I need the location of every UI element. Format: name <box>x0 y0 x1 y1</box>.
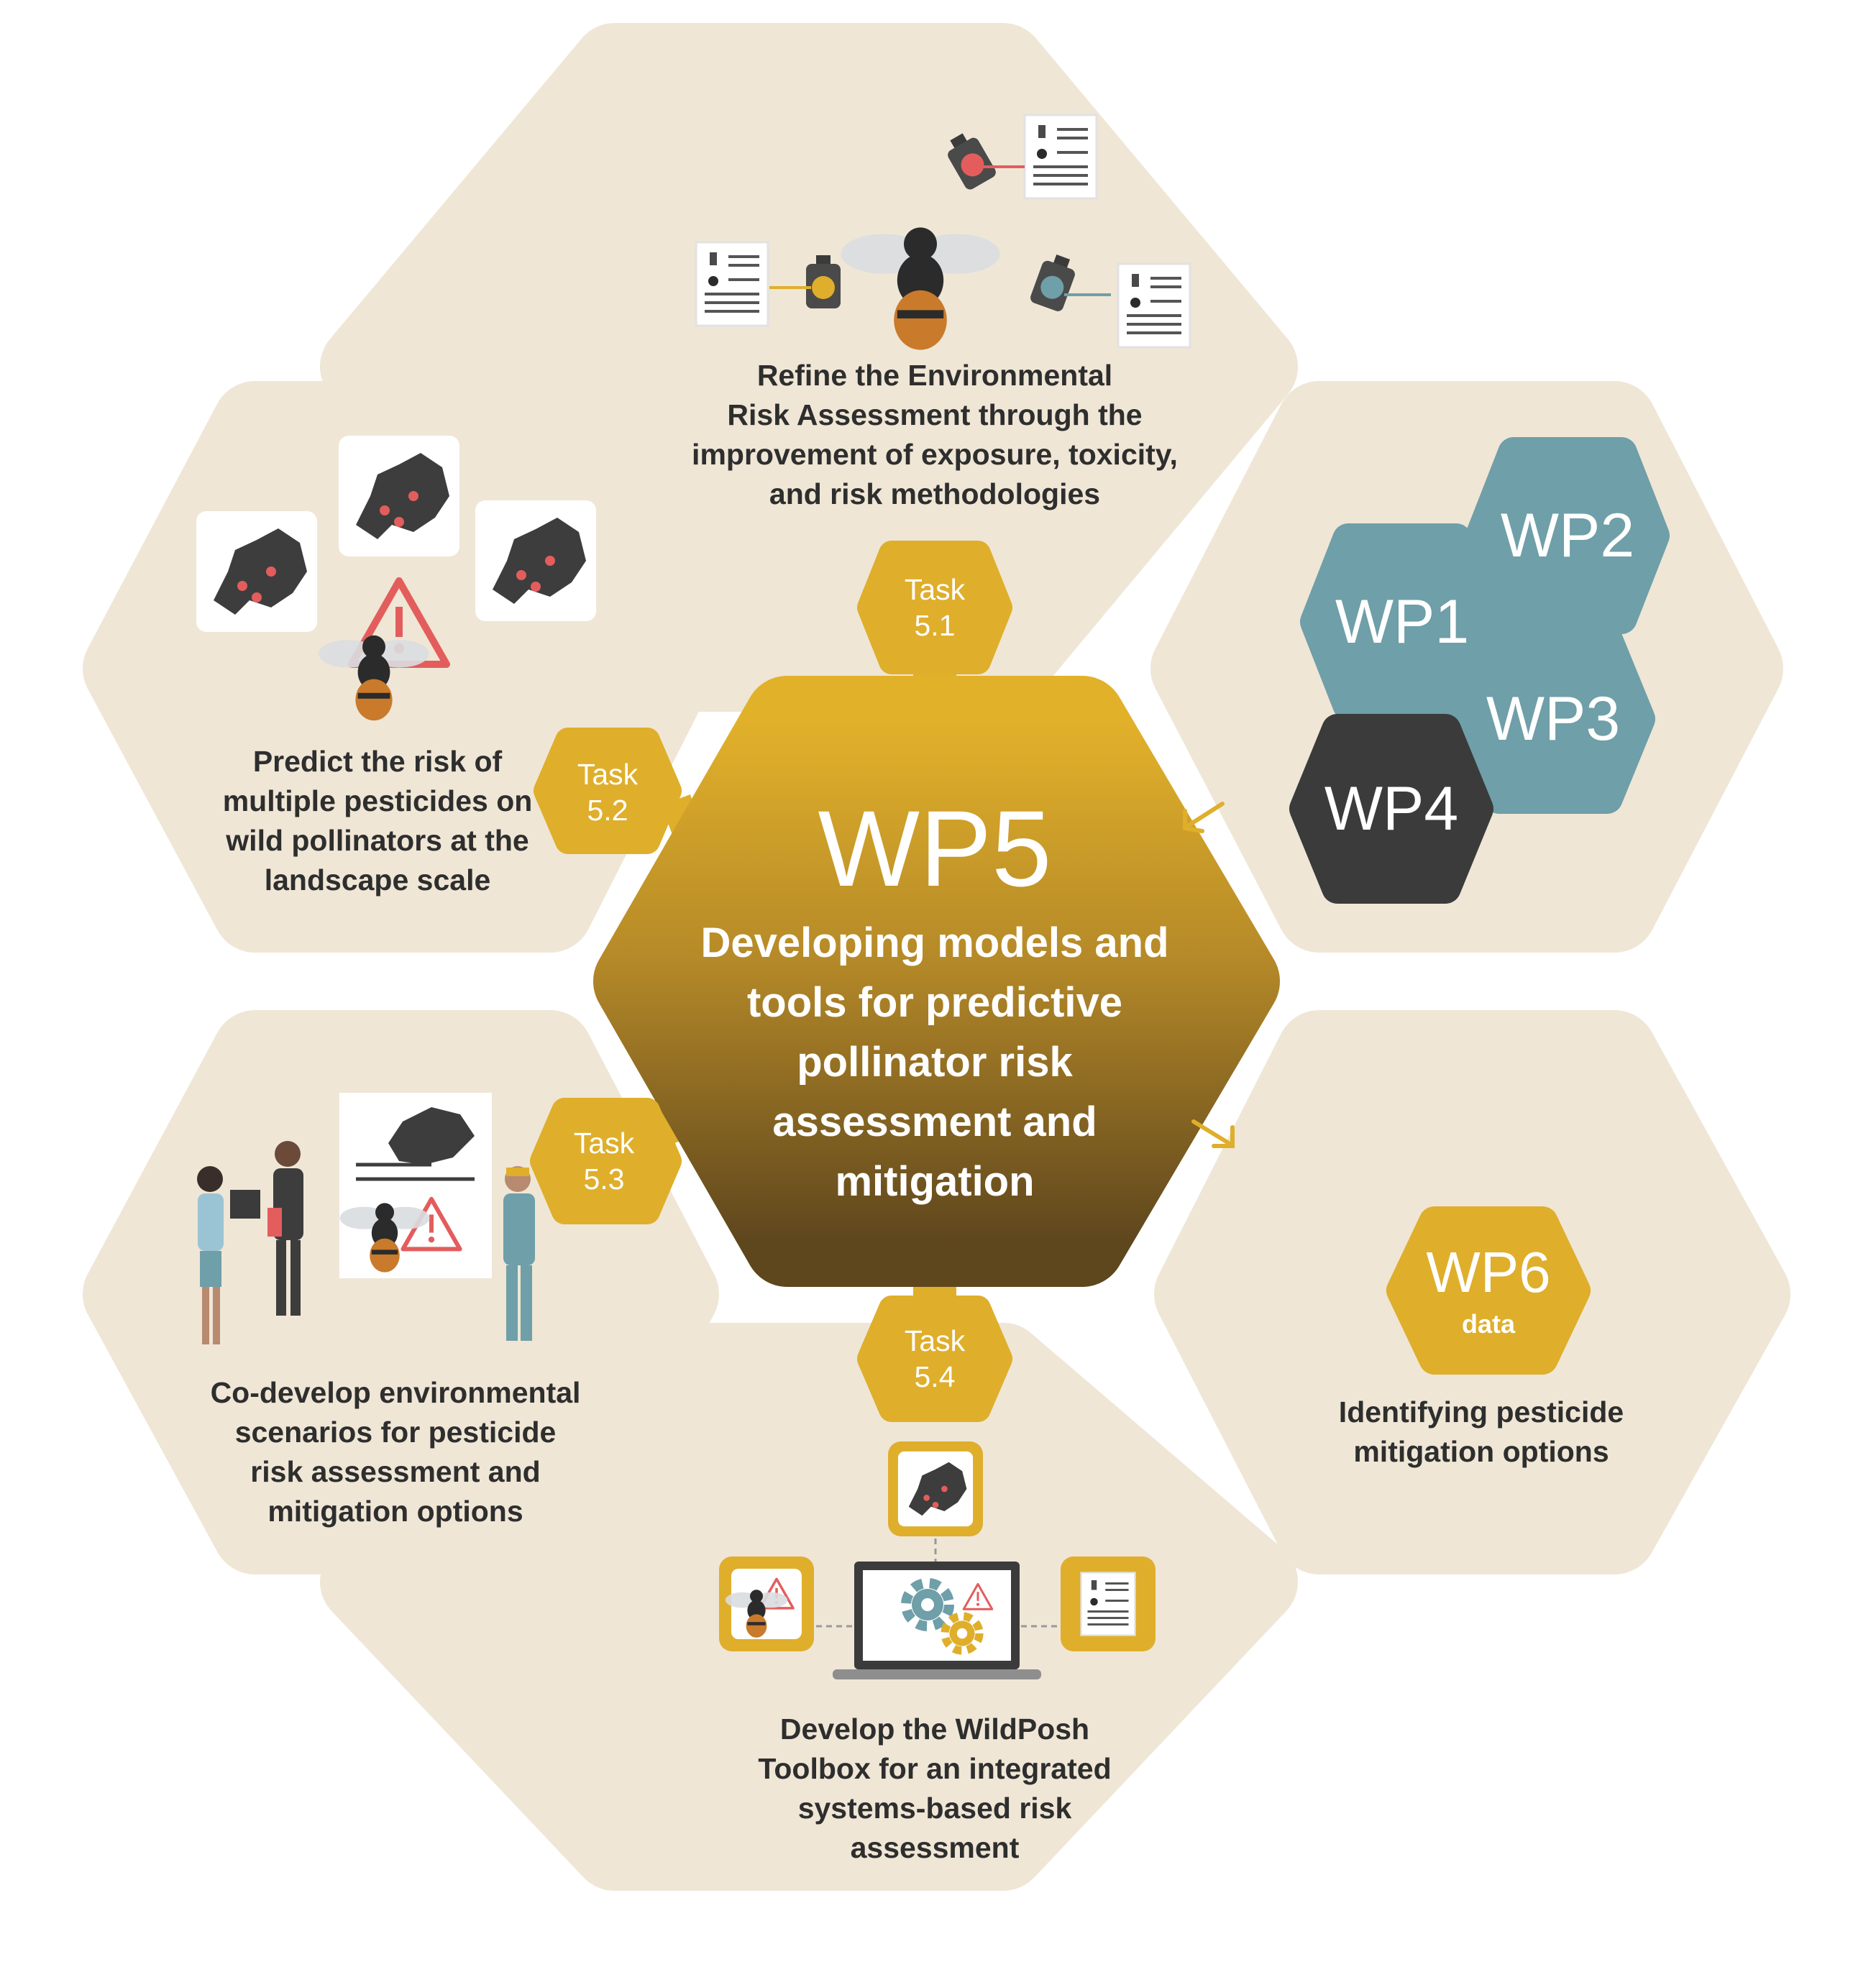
wp2-label: WP2 <box>1500 501 1635 570</box>
wp5-title: WP5 <box>818 788 1052 909</box>
spray-bottle-icon <box>941 128 998 192</box>
task-5-4-badge <box>857 1296 1012 1422</box>
task-5-1-description: Refine the Environmental Risk Assessment… <box>692 359 1178 510</box>
spray-bottle-icon <box>806 255 841 308</box>
people-icon <box>197 1141 535 1344</box>
document-icon <box>1117 262 1191 349</box>
europe-map-icon <box>339 436 459 556</box>
document-icon <box>1023 114 1098 200</box>
europe-map-icon <box>475 500 596 621</box>
arrow-wp5-to-output <box>1191 1119 1235 1148</box>
task-5-1-illustration <box>695 114 1191 350</box>
task-5-1-label: Task 5.1 <box>904 573 966 642</box>
task-5-4-label: Task 5.4 <box>904 1324 966 1393</box>
task-5-3-label: Task 5.3 <box>573 1127 635 1196</box>
task-5-3-illustration <box>197 1093 535 1344</box>
task-5-3-description: Co-develop environmental scenarios for p… <box>210 1376 581 1528</box>
wp5-hexagon <box>593 676 1280 1287</box>
task-5-1-badge <box>857 541 1012 674</box>
task-5-4-illustration <box>719 1441 1156 1679</box>
task-5-2-badge <box>534 728 682 854</box>
wp4-hexagon <box>1289 714 1493 904</box>
wp6-sublabel: data <box>1461 1309 1516 1339</box>
wp4-label: WP4 <box>1324 774 1459 843</box>
wp6-hexagon <box>1386 1206 1591 1375</box>
wp3-label: WP3 <box>1486 684 1621 753</box>
wp3-hexagon <box>1451 624 1655 814</box>
europe-map-icon <box>897 1451 974 1527</box>
task-5-3-badge <box>530 1098 682 1224</box>
europe-map-icon <box>196 511 317 632</box>
document-icon <box>695 241 769 327</box>
spray-bottle-icon <box>1028 251 1080 313</box>
document-icon <box>1080 1572 1136 1636</box>
wp6-label: WP6 <box>1426 1240 1551 1304</box>
arrow-inputs-to-wp5 <box>1183 802 1225 833</box>
laptop-icon <box>833 1562 1041 1679</box>
wp2-hexagon <box>1465 437 1670 634</box>
wp1-label: WP1 <box>1335 587 1470 656</box>
wp6-description: Identifying pesticide mitigation options <box>1338 1395 1624 1468</box>
task-5-4-description: Develop the WildPosh Toolbox for an inte… <box>758 1712 1112 1864</box>
task-5-2-description: Predict the risk of multiple pesticides … <box>222 745 533 897</box>
wp5-subtitle: Developing models and tools for predicti… <box>700 920 1169 1205</box>
task-5-2-label: Task 5.2 <box>577 758 639 827</box>
